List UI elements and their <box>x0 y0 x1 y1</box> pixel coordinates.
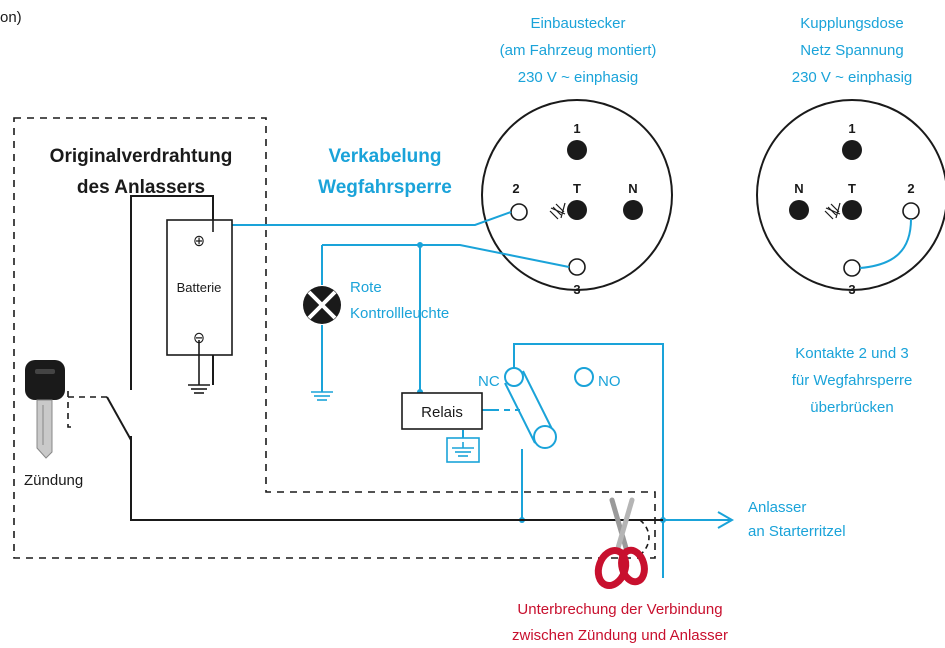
svg-text:Netz Spannung: Netz Spannung <box>800 42 903 59</box>
original-wiring-title: Originalverdrahtung des Anlassers <box>50 146 233 198</box>
starter-label: Anlasser an Starterritzel <box>748 499 846 540</box>
ground-icon <box>311 391 333 401</box>
svg-text:3: 3 <box>573 282 580 297</box>
battery-label: Batterie <box>177 280 222 295</box>
battery: ⊕ Batterie ⊖ <box>166 219 233 385</box>
svg-text:Einbaustecker: Einbaustecker <box>530 15 625 32</box>
svg-text:230 V ~ einphasig: 230 V ~ einphasig <box>792 69 913 86</box>
svg-text:Kontakte 2 und 3: Kontakte 2 und 3 <box>795 345 908 362</box>
battery-plus-icon: ⊕ <box>193 233 205 250</box>
socket-right-title: Kupplungsdose Netz Spannung 230 V ~ einp… <box>792 15 913 86</box>
key-icon <box>25 360 65 459</box>
lamp-label: Rote Kontrollleuchte <box>350 279 449 322</box>
ground-icon <box>824 202 841 220</box>
svg-text:Rote: Rote <box>350 279 382 296</box>
wire-node <box>417 242 423 248</box>
ignition-label: Zündung <box>24 472 83 489</box>
bridge-note: Kontakte 2 und 3 für Wegfahrsperre überb… <box>792 345 913 416</box>
socket-left-title: Einbaustecker (am Fahrzeug montiert) 230… <box>500 15 657 86</box>
relay-switch: NC NO <box>478 367 621 449</box>
ground-icon <box>446 437 480 463</box>
svg-text:T: T <box>573 181 581 196</box>
ground-icon <box>549 202 566 220</box>
svg-text:N: N <box>794 181 803 196</box>
ground-icon <box>188 384 210 394</box>
scissors-icon <box>594 497 648 589</box>
socket-right-pin-3 <box>843 259 861 277</box>
svg-text:NC: NC <box>478 373 500 390</box>
relay-box: Relais <box>401 392 483 430</box>
svg-text:3: 3 <box>848 282 855 297</box>
socket-left-pin-1 <box>567 140 587 160</box>
bridge-wire <box>859 218 912 269</box>
svg-text:Verkabelung: Verkabelung <box>329 146 442 167</box>
contact-no <box>574 367 594 387</box>
svg-text:Kontrollleuchte: Kontrollleuchte <box>350 305 449 322</box>
socket-right-pin-2 <box>902 202 920 220</box>
socket-right-pin-1 <box>842 140 862 160</box>
svg-text:1: 1 <box>573 121 580 136</box>
socket-right-pin-t <box>842 200 862 220</box>
socket-left-pin-n <box>623 200 643 220</box>
socket-left-pin-2 <box>510 203 528 221</box>
svg-text:1: 1 <box>848 121 855 136</box>
svg-text:N: N <box>628 181 637 196</box>
battery-minus-icon: ⊖ <box>193 330 205 347</box>
socket-left-pin-3 <box>568 258 586 276</box>
svg-text:Anlasser: Anlasser <box>748 499 806 516</box>
original-wiring-box <box>13 117 656 559</box>
svg-text:Relais: Relais <box>421 404 463 421</box>
svg-text:Wegfahrsperre: Wegfahrsperre <box>318 177 452 198</box>
corner-fragment-text: on) <box>0 9 22 26</box>
svg-text:T: T <box>848 181 856 196</box>
svg-text:2: 2 <box>512 181 519 196</box>
svg-text:des Anlassers: des Anlassers <box>77 177 205 198</box>
cut-note: Unterbrechung der Verbindung zwischen Zü… <box>512 601 728 644</box>
socket-left: 1 2 T N 3 <box>481 99 673 297</box>
svg-text:230 V ~ einphasig: 230 V ~ einphasig <box>518 69 639 86</box>
socket-right: 1 N T 2 3 <box>756 99 945 297</box>
socket-right-pin-n <box>789 200 809 220</box>
svg-text:für Wegfahrsperre: für Wegfahrsperre <box>792 372 913 389</box>
svg-text:überbrücken: überbrücken <box>810 399 893 416</box>
svg-text:NO: NO <box>598 373 621 390</box>
socket-left-pin-t <box>567 200 587 220</box>
svg-text:(am Fahrzeug montiert): (am Fahrzeug montiert) <box>500 42 657 59</box>
svg-text:an Starterritzel: an Starterritzel <box>748 523 846 540</box>
svg-text:Originalverdrahtung: Originalverdrahtung <box>50 146 233 167</box>
ignition-link <box>67 391 110 428</box>
svg-text:zwischen Zündung und Anlasser: zwischen Zündung und Anlasser <box>512 627 728 644</box>
svg-text:Kupplungsdose: Kupplungsdose <box>800 15 903 32</box>
svg-text:Unterbrechung der Verbindung: Unterbrechung der Verbindung <box>517 601 722 618</box>
immobilizer-title: Verkabelung Wegfahrsperre <box>318 146 452 198</box>
cut-gap <box>639 519 650 556</box>
svg-text:2: 2 <box>907 181 914 196</box>
lamp-icon <box>303 286 341 324</box>
contact-nc <box>504 367 524 387</box>
